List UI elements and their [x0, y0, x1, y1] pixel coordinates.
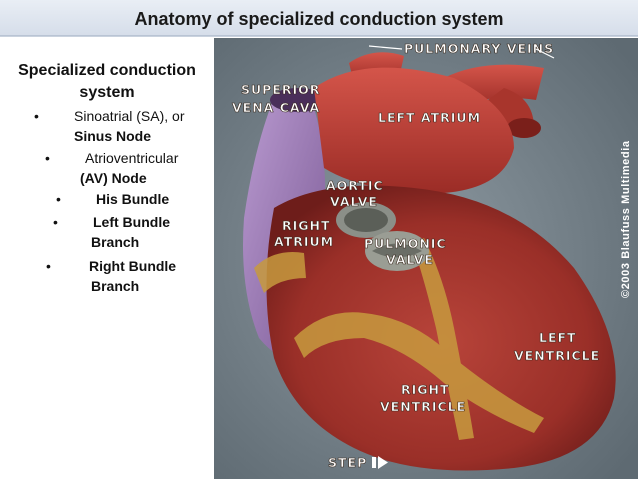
label-right-ventricle-line2: VENTRICLE [380, 399, 466, 414]
label-left-atrium: LEFT ATRIUM [378, 110, 481, 125]
label-right-ventricle-line1: RIGHT [401, 382, 450, 397]
label-superior-line2: VENA CAVA [232, 100, 320, 115]
heart-illustration-panel: PULMONARY VEINS SUPERIOR VENA CAVA LEFT … [214, 38, 638, 479]
label-aortic-line1: AORTIC [326, 178, 384, 193]
copyright-text: ©2003 Blaufuss Multimedia [620, 140, 632, 298]
list-heading: Specialized conduction system [4, 60, 210, 104]
label-pulmonary-veins: PULMONARY VEINS [404, 41, 554, 56]
bullet-icon: • [56, 191, 61, 207]
label-pulmonic-line1: PULMONIC [364, 236, 447, 251]
list-item-line1: Atrioventricular [85, 150, 179, 166]
list-item-line1: Left Bundle [93, 214, 170, 230]
label-aortic-line2: VALVE [330, 194, 378, 209]
title-divider [0, 36, 638, 37]
fat-tissue-shape [254, 238, 544, 440]
step-button-label: STEP [328, 455, 367, 470]
pointer-line [535, 48, 555, 59]
pulmonary-veins-shape [349, 52, 544, 138]
list-item-line2: Sinus Node [74, 128, 152, 144]
left-atrium-shape [314, 67, 514, 193]
list-heading-line1: Specialized conduction [18, 62, 196, 79]
bullet-icon: • [53, 214, 58, 230]
label-pulmonic-line2: VALVE [386, 252, 434, 267]
slide-title: Anatomy of specialized conduction system [134, 9, 504, 29]
conduction-list-panel: Specialized conduction system [4, 60, 214, 104]
pointer-line [368, 45, 403, 50]
list-heading-line2: system [79, 84, 135, 101]
bullet-icon: • [46, 258, 51, 274]
slide-title-bar: Anatomy of specialized conduction system [0, 0, 638, 36]
label-left-ventricle-line2: VENTRICLE [514, 348, 600, 363]
bullet-icon: • [45, 150, 50, 166]
label-right-atrium-line1: RIGHT [282, 218, 331, 233]
label-right-atrium-line2: ATRIUM [274, 234, 334, 249]
step-button[interactable]: STEP [328, 455, 388, 470]
heart-illustration: PULMONARY VEINS SUPERIOR VENA CAVA LEFT … [214, 38, 638, 479]
list-item-line2: Branch [91, 278, 140, 294]
list-item-line2: (AV) Node [80, 170, 147, 186]
step-bar-icon [372, 457, 376, 468]
play-arrow-icon [378, 456, 388, 469]
vena-cava-opening [270, 88, 326, 112]
label-left-ventricle-line1: LEFT [539, 330, 577, 345]
list-item-line2: Branch [91, 234, 140, 250]
bullet-icon: • [34, 108, 39, 124]
list-item-line1: Right Bundle [89, 258, 177, 274]
list-item-line1: Sinoatrial (SA), or [74, 108, 185, 124]
label-superior-line1: SUPERIOR [241, 82, 320, 97]
list-item-line1: His Bundle [96, 191, 170, 207]
